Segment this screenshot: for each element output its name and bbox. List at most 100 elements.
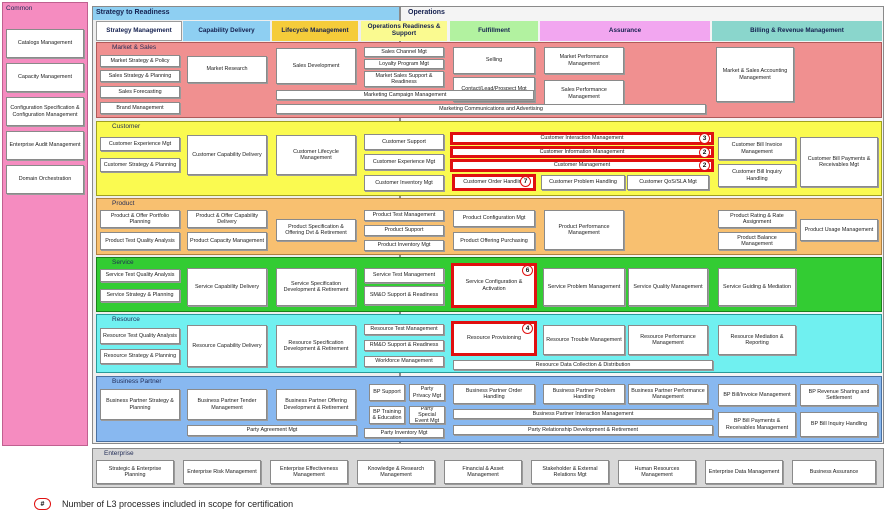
customer-bill-invoice-management[interactable]: Customer Bill Invoice Management — [718, 137, 796, 160]
service-problem-management[interactable]: Service Problem Management — [543, 268, 625, 306]
service-test-management[interactable]: Service Test Management — [364, 268, 444, 283]
customer-order-handling[interactable]: Customer Order Handling — [452, 174, 536, 191]
resource-mediation-reporting[interactable]: Resource Mediation & Reporting — [718, 325, 796, 355]
capacity-management[interactable]: Capacity Management — [6, 63, 84, 92]
business-partner-performance-management[interactable]: Business Partner Performance Management — [628, 384, 708, 404]
workforce-management[interactable]: Workforce Management — [364, 356, 444, 367]
configuration-specification-management[interactable]: Configuration Specification & Configurat… — [6, 97, 84, 126]
business-assurance[interactable]: Business Assurance — [792, 460, 876, 484]
customer-lifecycle-management[interactable]: Customer Lifecycle Management — [276, 135, 356, 175]
bp-bill-payments-receivables[interactable]: BP Bill Payments & Receivables Managemen… — [718, 412, 796, 437]
enterprise-data-management[interactable]: Enterprise Data Management — [705, 460, 783, 484]
resource-test-quality-analysis[interactable]: Resource Test Quality Analysis — [100, 328, 180, 344]
column-capability-delivery: Capability Delivery — [183, 21, 270, 41]
customer-bill-payments-receivables[interactable]: Customer Bill Payments & Receivables Mgt — [800, 137, 878, 187]
product-specification-offering-dvt[interactable]: Product Specification & Offering Dvt & R… — [276, 219, 356, 241]
customer-capability-delivery[interactable]: Customer Capability Delivery — [187, 135, 267, 175]
sales-strategy-planning[interactable]: Sales Strategy & Planning — [100, 70, 180, 82]
domain-orchestration[interactable]: Domain Orchestration — [6, 165, 84, 194]
resource-performance-management[interactable]: Resource Performance Management — [628, 325, 708, 355]
customer-inventory-mgt[interactable]: Customer Inventory Mgt — [364, 175, 444, 191]
business-partner-problem-handling[interactable]: Business Partner Problem Handling — [543, 384, 625, 404]
enterprise-effectiveness-management[interactable]: Enterprise Effectiveness Management — [270, 460, 348, 484]
party-inventory-mgt[interactable]: Party Inventory Mgt — [364, 428, 444, 438]
bp-training-education[interactable]: BP Training & Education — [369, 406, 405, 424]
resource-test-management[interactable]: Resource Test Management — [364, 324, 444, 335]
customer-qos-sla-mgt[interactable]: Customer QoS/SLA Mgt — [627, 175, 709, 190]
product-performance-management[interactable]: Product Performance Management — [544, 210, 624, 250]
loyalty-program-mgt[interactable]: Loyalty Program Mgt — [364, 59, 444, 69]
product-configuration-mgt[interactable]: Product Configuration Mgt — [453, 210, 535, 227]
label-business-partner: Business Partner — [112, 378, 162, 385]
market-strategy-policy[interactable]: Market Strategy & Policy — [100, 55, 180, 67]
bp-revenue-sharing-settlement[interactable]: BP Revenue Sharing and Settlement — [800, 384, 878, 406]
product-test-management[interactable]: Product Test Management — [364, 210, 444, 221]
service-strategy-planning[interactable]: Service Strategy & Planning — [100, 289, 180, 302]
customer-information-management[interactable]: Customer Information Management — [450, 146, 714, 158]
service-guiding-mediation[interactable]: Service Guiding & Mediation — [718, 268, 796, 306]
marketing-campaign-management[interactable]: Marketing Campaign Management — [276, 90, 534, 100]
party-privacy-mgt[interactable]: Party Privacy Mgt — [409, 384, 445, 401]
rmo-support-readiness[interactable]: RM&O Support & Readiness — [364, 340, 444, 351]
service-specification-development[interactable]: Service Specification Development & Reti… — [276, 268, 356, 306]
product-support[interactable]: Product Support — [364, 225, 444, 236]
product-offer-portfolio-planning[interactable]: Product & Offer Portfolio Planning — [100, 210, 180, 228]
product-offer-capability-delivery[interactable]: Product & Offer Capability Delivery — [187, 210, 267, 228]
product-usage-management[interactable]: Product Usage Management — [800, 219, 878, 241]
sales-performance-management[interactable]: Sales Performance Management — [544, 80, 624, 107]
human-resources-management[interactable]: Human Resources Management — [618, 460, 696, 484]
product-offering-purchasing[interactable]: Product Offering Purchasing — [453, 232, 535, 250]
service-quality-management[interactable]: Service Quality Management — [628, 268, 708, 306]
market-research[interactable]: Market Research — [187, 56, 267, 83]
product-inventory-mgt[interactable]: Product Inventory Mgt — [364, 240, 444, 251]
customer-bill-inquiry-handling[interactable]: Customer Bill Inquiry Handling — [718, 164, 796, 187]
enterprise-risk-management[interactable]: Enterprise Risk Management — [183, 460, 261, 484]
bp-bill-inquiry-handling[interactable]: BP Bill Inquiry Handling — [800, 412, 878, 437]
business-partner-strategy-planning[interactable]: Business Partner Strategy & Planning — [100, 389, 180, 420]
customer-support[interactable]: Customer Support — [364, 134, 444, 150]
resource-capability-delivery[interactable]: Resource Capability Delivery — [187, 325, 267, 367]
party-agreement-mgt[interactable]: Party Agreement Mgt — [187, 425, 357, 436]
knowledge-research-management[interactable]: Knowledge & Research Management — [357, 460, 435, 484]
resource-strategy-planning[interactable]: Resource Strategy & Planning — [100, 349, 180, 364]
strategic-enterprise-planning[interactable]: Strategic & Enterprise Planning — [96, 460, 174, 484]
customer-experience-mgt-strategy[interactable]: Customer Experience Mgt — [100, 137, 180, 151]
customer-problem-handling[interactable]: Customer Problem Handling — [541, 175, 625, 190]
party-relationship-development[interactable]: Party Relationship Development & Retirem… — [453, 425, 713, 435]
marketing-communications-advertising[interactable]: Marketing Communications and Advertising — [276, 104, 706, 114]
resource-trouble-management[interactable]: Resource Trouble Management — [543, 325, 625, 355]
brand-management[interactable]: Brand Management — [100, 102, 180, 114]
market-sales-accounting-management[interactable]: Market & Sales Accounting Management — [716, 47, 794, 102]
bp-bill-invoice-management[interactable]: BP Bill/Invoice Management — [718, 384, 796, 406]
resource-data-collection-distribution[interactable]: Resource Data Collection & Distribution — [453, 360, 713, 370]
resource-specification-development[interactable]: Resource Specification Development & Ret… — [276, 325, 356, 367]
business-partner-offering-development[interactable]: Business Partner Offering Development & … — [276, 389, 356, 420]
stakeholder-external-relations-mgt[interactable]: Stakeholder & External Relations Mgt — [531, 460, 609, 484]
market-sales-support-readiness[interactable]: Market Sales Support & Readiness — [364, 71, 444, 87]
customer-experience-mgt-ops[interactable]: Customer Experience Mgt — [364, 154, 444, 170]
sales-development[interactable]: Sales Development — [276, 48, 356, 84]
customer-interaction-management[interactable]: Customer Interaction Management — [450, 132, 714, 145]
party-special-event-mgt[interactable]: Party Special Event Mgt — [409, 406, 445, 424]
customer-management[interactable]: Customer Management — [450, 159, 714, 172]
selling[interactable]: Selling — [453, 47, 535, 74]
product-capacity-management[interactable]: Product Capacity Management — [187, 232, 267, 250]
business-partner-tender-management[interactable]: Business Partner Tender Management — [187, 389, 267, 420]
catalogs-management[interactable]: Catalogs Management — [6, 29, 84, 58]
service-test-quality-analysis[interactable]: Service Test Quality Analysis — [100, 269, 180, 282]
business-partner-order-handling[interactable]: Business Partner Order Handling — [453, 384, 535, 404]
product-rating-rate-assignment[interactable]: Product Rating & Rate Assignment — [718, 210, 796, 228]
badge-customer-management: 2 — [699, 160, 710, 171]
business-partner-interaction-management[interactable]: Business Partner Interaction Management — [453, 409, 713, 419]
smo-support-readiness[interactable]: SM&O Support & Readiness — [364, 286, 444, 305]
market-performance-management[interactable]: Market Performance Management — [544, 47, 624, 74]
product-test-quality-analysis[interactable]: Product Test Quality Analysis — [100, 232, 180, 250]
customer-strategy-planning[interactable]: Customer Strategy & Planning — [100, 158, 180, 172]
bp-support[interactable]: BP Support — [369, 384, 405, 401]
sales-forecasting[interactable]: Sales Forecasting — [100, 86, 180, 98]
financial-asset-management[interactable]: Financial & Asset Management — [444, 460, 522, 484]
enterprise-audit-management[interactable]: Enterprise Audit Management — [6, 131, 84, 160]
service-capability-delivery[interactable]: Service Capability Delivery — [187, 268, 267, 306]
sales-channel-mgt[interactable]: Sales Channel Mgt — [364, 47, 444, 57]
product-balance-management[interactable]: Product Balance Management — [718, 232, 796, 250]
